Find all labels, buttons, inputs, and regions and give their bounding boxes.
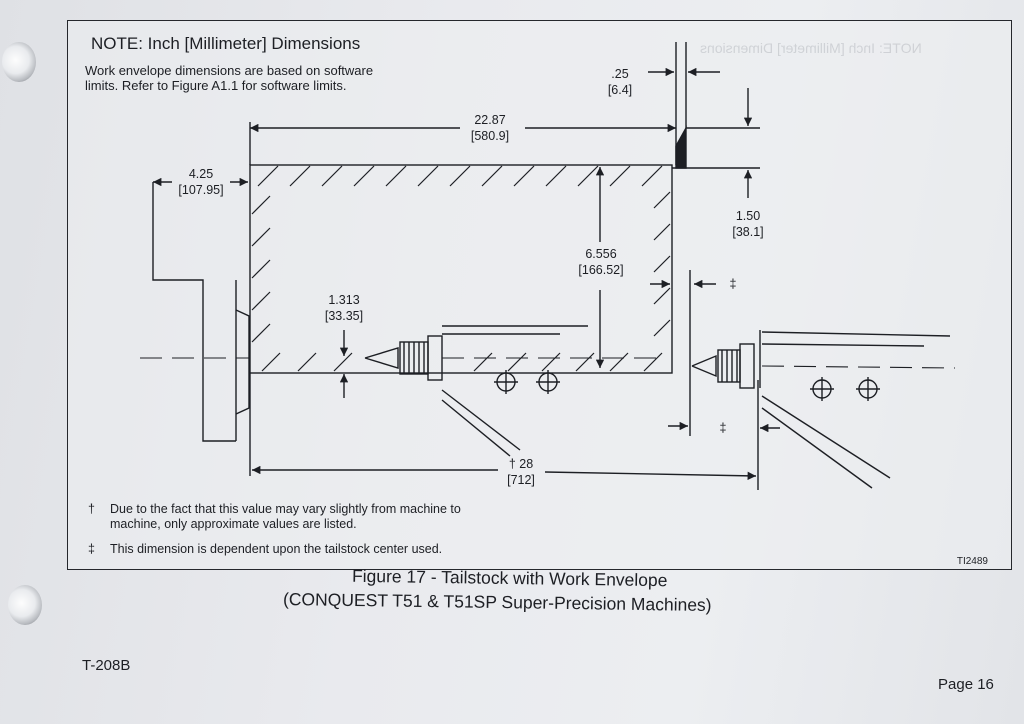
dim-label-22.87: 22.87 [580.9] (458, 112, 522, 144)
footnote-symbol: † (88, 502, 95, 516)
dim-inch: .25 (611, 67, 629, 81)
work-envelope (249, 164, 673, 374)
footnote-line: This dimension is dependent upon the tai… (110, 542, 443, 556)
note-line-2: limits. Refer to Figure A1.1 for softwar… (85, 78, 347, 93)
dim-mm: [712] (507, 473, 535, 487)
figure-code: TI2489 (956, 556, 988, 567)
document-id: T-208B (82, 657, 131, 674)
footnote-line: Due to the fact that this value may vary… (110, 502, 461, 516)
dim-mark-double-dagger-lower: ‡ (719, 421, 727, 435)
tailstock-left (364, 325, 660, 457)
note-body: Work envelope dimensions are based on so… (85, 63, 465, 93)
page-number: Page 16 (938, 676, 994, 693)
dim-label-28: † 28 [712] (496, 456, 546, 488)
figure-frame (67, 20, 1012, 570)
bleed-through-text: NOTE: Inch [Millimeter] Dimensions (700, 40, 922, 56)
dim-inch: 22.87 (474, 113, 506, 127)
envelope-hatch-top (257, 165, 663, 187)
note-line-1: Work envelope dimensions are based on so… (85, 63, 374, 78)
dim-inch: 1.50 (735, 209, 761, 223)
dim-mm: [107.95] (178, 183, 224, 197)
note-title: NOTE: Inch [Millimeter] Dimensions (91, 34, 361, 53)
dim-mm: [166.52] (578, 263, 624, 277)
dim-mm: [6.4] (607, 83, 633, 97)
dim-mm: [580.9] (470, 129, 510, 143)
dim-inch: 6.556 (585, 247, 617, 261)
envelope-hatch-left (251, 195, 271, 343)
dim-mark-double-dagger-upper: ‡ (729, 277, 737, 291)
dim-label-1.313: 1.313 [33.35] (314, 292, 374, 324)
dim-inch: 1.313 (328, 293, 360, 307)
dim-label-4.25: 4.25 [107.95] (170, 166, 232, 198)
dim-inch: † 28 (508, 457, 534, 471)
envelope-hatch-bottom (261, 352, 663, 372)
dim-label-1.50: 1.50 [38.1] (722, 208, 774, 240)
figure-caption-line-1: Figure 17 - Tailstock with Work Envelope (351, 565, 668, 591)
binder-hole (8, 585, 42, 625)
footnote-symbol: ‡ (88, 542, 95, 556)
dim-mm: [38.1] (732, 225, 764, 239)
footnote-line: machine, only approximate values are lis… (110, 517, 357, 531)
dim-inch: 4.25 (188, 167, 214, 181)
tailstock-right (691, 330, 956, 489)
spindle-housing (152, 182, 250, 442)
dim-mm: [33.35] (324, 309, 364, 323)
dim-label-6.556: 6.556 [166.52] (566, 246, 636, 278)
binder-hole (2, 42, 36, 82)
dim-label-0.25: .25 [6.4] (598, 66, 642, 98)
envelope-hatch-right (653, 191, 671, 337)
